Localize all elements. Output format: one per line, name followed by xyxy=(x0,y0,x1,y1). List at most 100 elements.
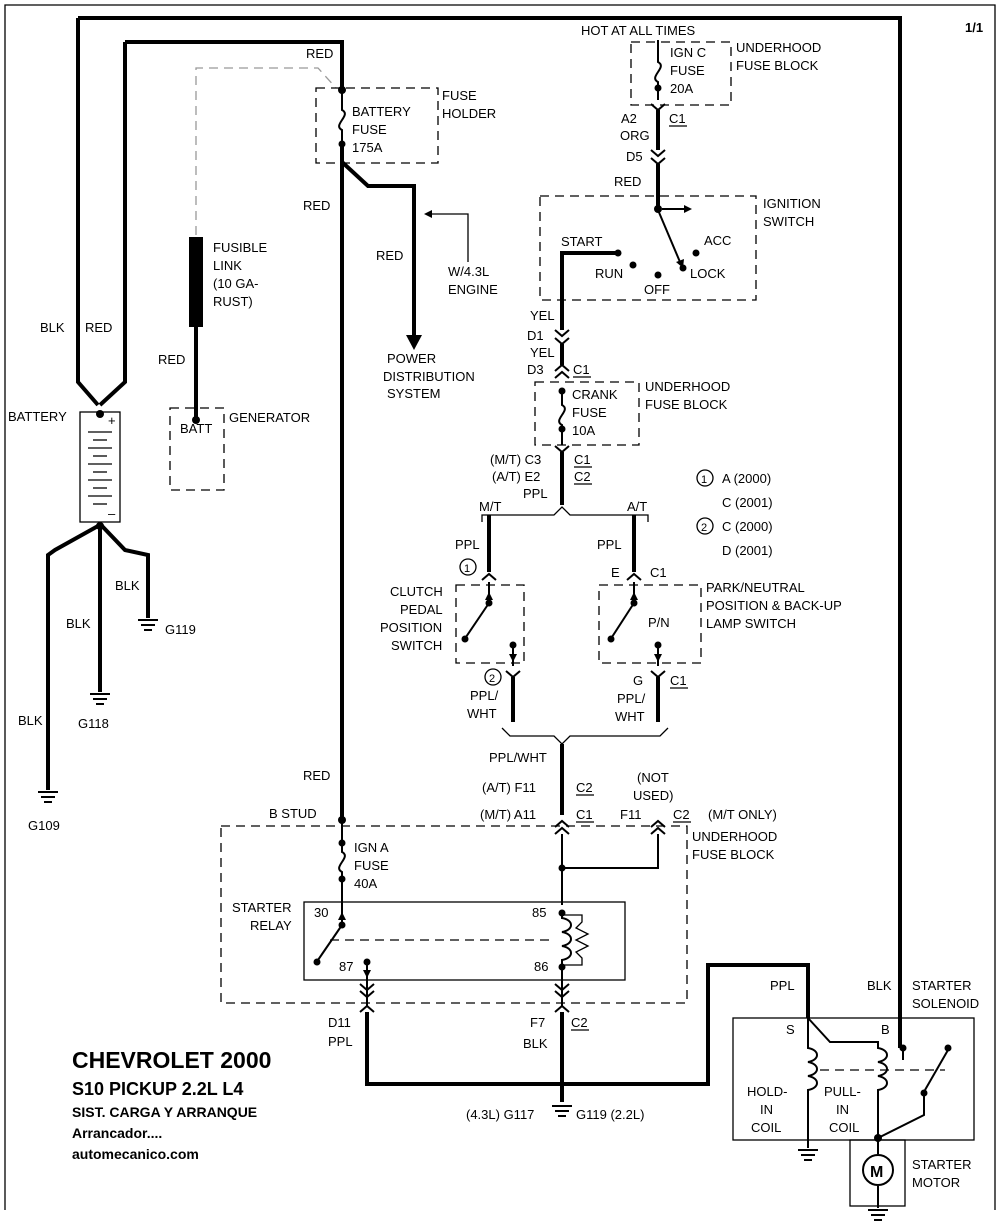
connector-f7-upper xyxy=(554,983,570,999)
starter-solenoid-label-2: SOLENOID xyxy=(912,996,979,1011)
label-ppl-crank: PPL xyxy=(523,486,548,501)
label-d1: D1 xyxy=(527,328,544,343)
generator-batt-label: BATT xyxy=(180,421,212,436)
pds-label-1: POWER xyxy=(387,351,436,366)
label-acc: ACC xyxy=(704,233,731,248)
label-yel-2: YEL xyxy=(530,345,555,360)
callout-w43-arrow xyxy=(424,210,432,218)
fusible-link-label-2: LINK xyxy=(213,258,242,273)
connector-d5 xyxy=(650,149,666,166)
battery-fuse-bottom xyxy=(338,140,346,148)
callout-w43 xyxy=(428,213,469,262)
label-red-ignition: RED xyxy=(614,174,641,189)
label-ppl-at: PPL xyxy=(597,537,622,552)
underhood-fuse-block-main-box xyxy=(220,825,688,1004)
label-red-b-stud: RED xyxy=(303,768,330,783)
label-c1-c3: C1 xyxy=(574,452,591,467)
wire-blk-battery-negative xyxy=(76,18,100,407)
park-neutral-label-2: POSITION & BACK-UP xyxy=(706,598,842,613)
clutch-label-1: CLUTCH xyxy=(390,584,443,599)
crank-fuse-symbol xyxy=(558,394,566,445)
clutch-circle-1 xyxy=(459,558,477,576)
battery-cells xyxy=(88,431,112,505)
label-at: A/T xyxy=(627,499,647,514)
label-at-f11: (A/T) F11 xyxy=(482,780,536,795)
starter-relay-label-2: RELAY xyxy=(250,918,292,933)
underhood-label-main-2: FUSE BLOCK xyxy=(692,847,775,862)
ignition-switch-arrow xyxy=(684,205,692,213)
pull-in-label-2: IN xyxy=(836,1102,849,1117)
wire-ppl-to-solenoid xyxy=(365,963,810,1086)
ground-label-g118: G118 xyxy=(78,716,109,731)
underhood-label-crank-2: FUSE BLOCK xyxy=(645,397,728,412)
connector-a11 xyxy=(554,819,570,835)
pds-label-3: SYSTEM xyxy=(387,386,440,401)
label-c2-f11: C2 xyxy=(576,780,593,795)
ign-c-fuse-block-box xyxy=(630,41,732,106)
pull-in-label-1: PULL- xyxy=(824,1084,861,1099)
starter-motor-label-1: STARTER xyxy=(912,1157,971,1172)
label-c2-f7: C2 xyxy=(571,1015,588,1030)
label-wht-mt: WHT xyxy=(467,706,497,721)
relay-87-arrow xyxy=(363,970,371,978)
clutch-switch-arrow-bottom xyxy=(509,654,517,662)
label-s: S xyxy=(786,1022,795,1037)
label-blk-g119: BLK xyxy=(115,578,140,593)
ground-symbol-motor xyxy=(868,1209,888,1221)
solenoid-contact-top xyxy=(944,1044,952,1052)
label-ppl-slash-mt: PPL/ xyxy=(470,688,499,703)
wire-blk-g119 xyxy=(100,524,150,618)
label-org: ORG xyxy=(620,128,650,143)
label-d11: D11 xyxy=(328,1015,351,1030)
connector-clutch-bottom xyxy=(505,670,521,679)
motor-letter: M xyxy=(870,1164,883,1181)
fuse-holder-label-2: HOLDER xyxy=(442,106,496,121)
ign-c-fuse-label-3: 20A xyxy=(670,81,693,96)
title-line-4: Arrancador.... xyxy=(72,1125,162,1141)
wire-red-power-distribution xyxy=(340,160,416,335)
battery-fuse-label-3: 175A xyxy=(352,140,383,155)
label-b-stud: B STUD xyxy=(269,806,317,821)
battery-label: BATTERY xyxy=(8,409,67,424)
ground-label-g109: G109 xyxy=(28,818,60,833)
label-blk-g109: BLK xyxy=(18,713,43,728)
battery-fuse-symbol xyxy=(338,92,346,142)
park-neutral-label-1: PARK/NEUTRAL xyxy=(706,580,805,595)
crank-fuse-top xyxy=(558,387,566,395)
underhood-label-main-1: UNDERHOOD xyxy=(692,829,777,844)
label-g: G xyxy=(633,673,643,688)
ignition-run-contact xyxy=(629,261,637,269)
wire-blk-g109 xyxy=(46,524,99,790)
label-blk-f7: BLK xyxy=(523,1036,548,1051)
title-line-2: S10 PICKUP 2.2L L4 xyxy=(72,1079,243,1099)
ign-a-fuse-symbol xyxy=(338,820,346,904)
solenoid-contact-blade xyxy=(924,1049,949,1091)
label-pn: P/N xyxy=(648,615,670,630)
generator-label: GENERATOR xyxy=(229,410,310,425)
clutch-circle-1-number: 1 xyxy=(464,563,470,575)
ign-c-fuse-label-2: FUSE xyxy=(670,63,705,78)
not-used-2: USED) xyxy=(633,788,673,803)
label-b: B xyxy=(881,1022,890,1037)
label-wht-at: WHT xyxy=(615,709,645,724)
note-circle-1-number: 1 xyxy=(701,474,707,486)
label-ppl-solenoid: PPL xyxy=(770,978,795,993)
label-run: RUN xyxy=(595,266,623,281)
note-circle-2 xyxy=(696,517,714,535)
label-red-fuse-in: RED xyxy=(306,46,333,61)
ignition-switch-label-1: IGNITION xyxy=(763,196,821,211)
fusible-link xyxy=(189,237,203,327)
hot-at-all-times: HOT AT ALL TIMES xyxy=(581,23,695,38)
relay-switch-pivot xyxy=(313,958,321,966)
label-red-generator: RED xyxy=(158,352,185,367)
ign-a-fuse-bottom xyxy=(338,875,346,883)
label-c2-right: C2 xyxy=(673,807,690,822)
label-mt: M/T xyxy=(479,499,501,514)
wire-yel-start xyxy=(560,251,618,330)
label-c1-top: C1 xyxy=(669,111,686,126)
label-f11-right: F11 xyxy=(620,807,641,822)
ground-symbol-hold-in xyxy=(798,1149,818,1161)
hold-in-coil xyxy=(807,1018,818,1148)
battery-plus-sign: + xyxy=(108,413,116,428)
